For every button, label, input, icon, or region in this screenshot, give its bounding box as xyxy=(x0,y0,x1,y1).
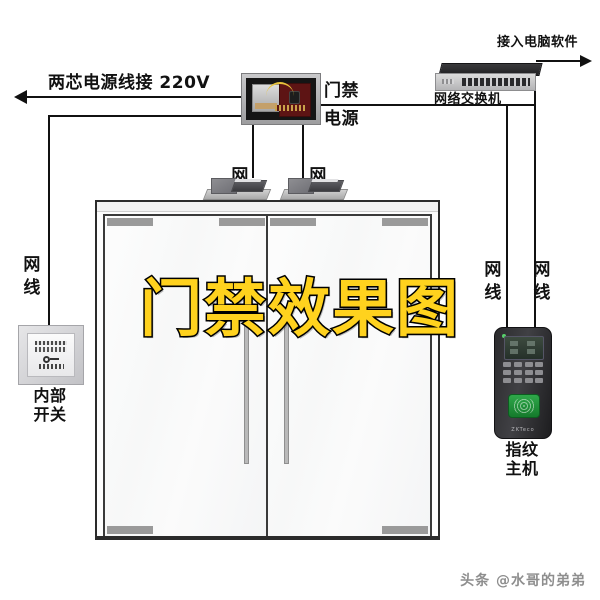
label-net-cable-fp-right-text: 网线 xyxy=(529,259,550,306)
network-switch[interactable] xyxy=(435,63,543,91)
screen-glyph-2 xyxy=(527,341,535,346)
maglock-right-highlight xyxy=(311,179,339,182)
fingerprint-keypad[interactable] xyxy=(503,362,543,390)
psu-inner-chassis xyxy=(246,78,316,120)
wire-psu-to-maglock-right xyxy=(302,122,304,178)
psu-capacitor-icon xyxy=(289,91,300,104)
label-access-power-line1: 门禁 xyxy=(324,81,359,101)
maglock-left-highlight xyxy=(234,179,262,182)
label-net-cable-left: 网线 网线 xyxy=(19,200,40,338)
arrow-to-computer-right xyxy=(580,55,592,67)
label-fingerprint-line1: 指纹 xyxy=(505,440,539,459)
label-net-cable-fp-left-text: 网线 xyxy=(480,259,501,306)
keypad-key-4[interactable] xyxy=(535,362,543,367)
wire-exitswitch-vertical xyxy=(48,115,50,327)
wire-psu-right-horizontal xyxy=(319,104,535,106)
keypad-key-6[interactable] xyxy=(514,370,522,375)
screen-glyph-3 xyxy=(510,349,518,354)
arrow-220v-left xyxy=(14,90,27,104)
label-220v-power-line: 两芯电源线接 220V xyxy=(48,73,211,93)
access-control-power-supply[interactable] xyxy=(241,73,321,125)
door-left-corner-top-left xyxy=(107,218,153,226)
exit-switch-slot-icon xyxy=(35,341,67,345)
door-left-corner-bottom-left xyxy=(107,526,153,534)
psu-terminal-pins-icon xyxy=(275,105,305,111)
door-left-handle[interactable] xyxy=(244,312,249,464)
label-to-computer-software: 接入电脑软件 xyxy=(497,35,579,50)
switch-led-icon xyxy=(442,79,454,84)
door-header-bar xyxy=(97,202,438,212)
screen-glyph-4 xyxy=(527,349,535,354)
keypad-key-9[interactable] xyxy=(503,378,511,383)
switch-front-panel xyxy=(435,73,536,91)
door-left-corner-top-right xyxy=(219,218,265,226)
watermark: 头条 @水哥的弟弟 xyxy=(460,573,586,589)
fingerprint-brand-logo: ZKTeco xyxy=(511,427,535,433)
door-right-corner-top-left xyxy=(270,218,316,226)
wire-220v-horizontal xyxy=(26,96,241,98)
door-right-handle[interactable] xyxy=(284,312,289,464)
label-net-cable-fp-right: 网线 xyxy=(529,223,550,342)
label-exit-switch-line2: 开关 xyxy=(33,405,67,424)
page-title: 门禁效果图 xyxy=(138,271,460,347)
wire-switch-downlead xyxy=(534,90,536,330)
psu-yellow-wire-icon xyxy=(266,82,294,96)
glass-double-door[interactable] xyxy=(95,200,440,540)
fingerprint-display-screen xyxy=(504,336,544,360)
keypad-key-11[interactable] xyxy=(525,378,533,383)
screen-glyph-1 xyxy=(510,341,518,346)
exit-switch-faceplate xyxy=(27,333,75,377)
label-exit-switch-line1: 内部 xyxy=(33,386,67,405)
door-right-corner-bottom-right xyxy=(382,526,428,534)
switch-ports-icon xyxy=(462,78,530,86)
label-net-cable-left-text: 网线 xyxy=(19,255,40,302)
wire-fingerprint-left-lead xyxy=(506,104,508,330)
keypad-key-7[interactable] xyxy=(525,370,533,375)
keypad-key-5[interactable] xyxy=(503,370,511,375)
fingerprint-sensor-icon[interactable] xyxy=(508,394,540,418)
keypad-key-8[interactable] xyxy=(535,370,543,375)
door-leaf-right[interactable] xyxy=(266,214,432,538)
wire-exitswitch-horizontal xyxy=(48,115,241,117)
label-access-power-line2: 电源 xyxy=(324,109,359,129)
label-fingerprint-line2: 主机 xyxy=(505,459,539,478)
exit-switch-exit-text-icon xyxy=(39,364,64,369)
label-network-switch: 网络交换机 xyxy=(434,92,502,107)
keypad-key-2[interactable] xyxy=(514,362,522,367)
exit-switch[interactable] xyxy=(18,325,84,385)
keypad-key-1[interactable] xyxy=(503,362,511,367)
wire-to-computer xyxy=(536,60,582,62)
exit-switch-door-text-icon xyxy=(35,347,67,352)
door-threshold xyxy=(97,536,438,540)
magnetic-lock-right[interactable] xyxy=(279,176,349,200)
magnetic-lock-left[interactable] xyxy=(202,176,272,200)
label-net-cable-fp-left: 网线 xyxy=(480,223,501,342)
wire-psu-to-maglock-left xyxy=(252,122,254,178)
keypad-key-3[interactable] xyxy=(525,362,533,367)
keypad-key-10[interactable] xyxy=(514,378,522,383)
fingerprint-terminal[interactable]: ZKTeco xyxy=(494,327,552,439)
keypad-key-12[interactable] xyxy=(535,378,543,383)
key-icon xyxy=(43,354,59,363)
door-right-corner-top-right xyxy=(382,218,428,226)
